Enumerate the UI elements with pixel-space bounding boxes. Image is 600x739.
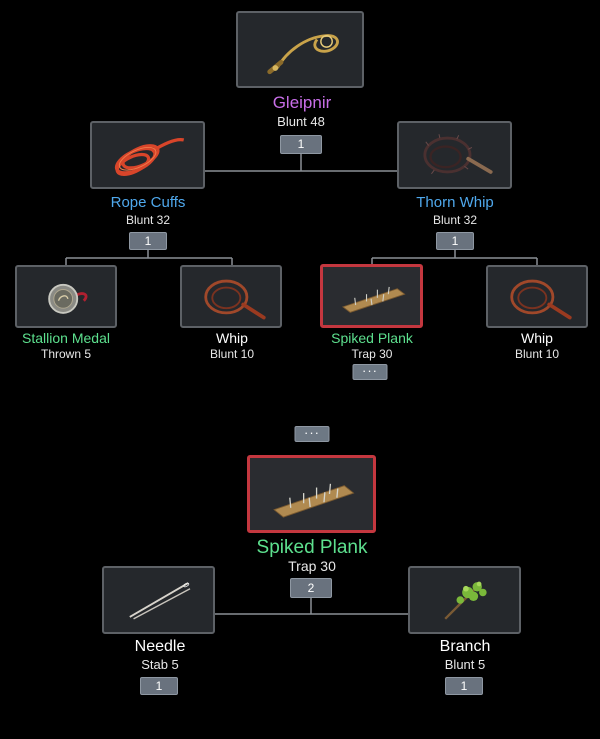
item-stat-stallion-medal: Thrown 5 — [40, 347, 92, 361]
detail-item-stat: Trap 30 — [288, 558, 336, 574]
ingredient-slot-branch[interactable] — [408, 566, 521, 634]
item-slot-stallion-medal[interactable] — [15, 265, 117, 328]
spiked-plank-icon — [273, 483, 355, 518]
rope-icon — [114, 137, 185, 176]
item-name-stallion-medal: Stallion Medal — [22, 330, 110, 346]
item-name-rope-cuffs: Rope Cuffs — [110, 194, 186, 211]
item-stat-spiked-plank: Trap 30 — [351, 347, 393, 361]
item-slot-thorn-whip[interactable] — [397, 121, 512, 189]
item-stat-whip-2: Blunt 10 — [514, 347, 560, 361]
expand-more-button[interactable]: ··· — [294, 426, 330, 442]
ingredient-name-needle: Needle — [134, 638, 186, 655]
ingredient-stat-branch: Blunt 5 — [444, 657, 486, 672]
item-name-whip: Whip — [216, 330, 248, 346]
detail-item-slot-spiked-plank[interactable] — [247, 455, 376, 533]
item-stat-whip: Blunt 10 — [209, 347, 255, 361]
item-slot-gleipnir[interactable] — [236, 11, 364, 88]
needle-icon — [129, 582, 191, 620]
whip-icon — [510, 279, 572, 320]
spiked-plank-icon — [341, 286, 406, 313]
item-name-thorn-whip: Thorn Whip — [416, 194, 494, 211]
item-slot-whip[interactable] — [180, 265, 282, 328]
thorn-whip-icon — [423, 134, 493, 175]
quantity-badge: 1 — [445, 677, 483, 695]
ingredient-stat-needle: Stab 5 — [141, 657, 179, 672]
item-stat-gleipnir: Blunt 48 — [277, 114, 325, 129]
item-name-gleipnir: Gleipnir — [272, 93, 332, 112]
quantity-badge: 1 — [280, 135, 322, 154]
quantity-badge: 1 — [140, 677, 178, 695]
item-slot-rope-cuffs[interactable] — [90, 121, 205, 189]
chain-whip-icon — [267, 34, 339, 75]
quantity-badge: 2 — [290, 578, 332, 598]
ingredient-name-branch: Branch — [439, 638, 491, 655]
medal-icon — [48, 283, 88, 314]
item-slot-whip-2[interactable] — [486, 265, 588, 328]
expand-more-button[interactable]: ··· — [352, 364, 388, 380]
whip-icon — [204, 279, 266, 320]
item-slot-spiked-plank[interactable] — [320, 264, 423, 328]
item-name-whip-2: Whip — [521, 330, 553, 346]
item-stat-rope-cuffs: Blunt 32 — [125, 213, 171, 227]
ingredient-slot-needle[interactable] — [102, 566, 215, 634]
item-name-spiked-plank: Spiked Plank — [331, 330, 413, 346]
item-stat-thorn-whip: Blunt 32 — [432, 213, 478, 227]
quantity-badge: 1 — [436, 232, 474, 250]
quantity-badge: 1 — [129, 232, 167, 250]
detail-item-name: Spiked Plank — [256, 537, 368, 558]
branch-icon — [444, 581, 487, 620]
